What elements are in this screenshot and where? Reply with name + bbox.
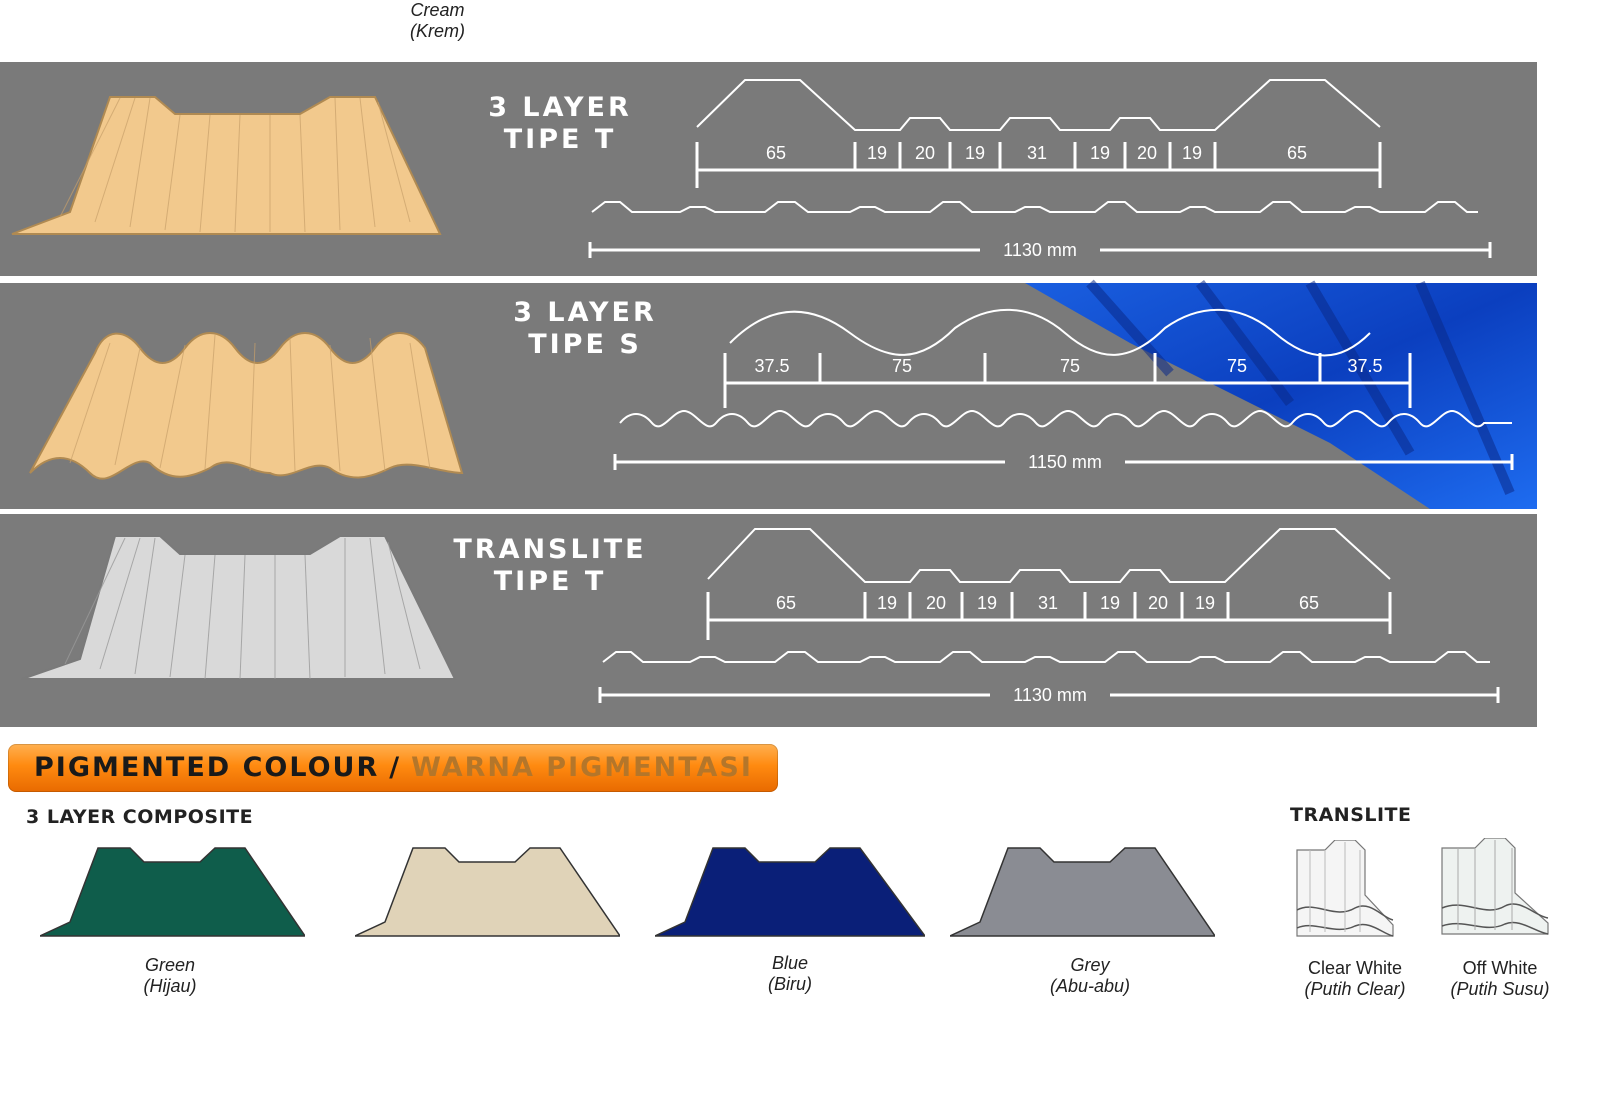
roof-sheet-illustration <box>29 332 464 480</box>
total-width-label: 1130 mm <box>1013 685 1087 705</box>
banner-title-id: Warna Pigmentasi <box>411 752 753 783</box>
dimension-label: 19 <box>867 143 887 163</box>
dimension-label: 19 <box>1100 593 1120 613</box>
swatch-green <box>40 840 305 940</box>
dimension-label: 75 <box>1060 356 1080 376</box>
profile-title-line1: 3 Layer <box>488 92 632 123</box>
swatch-cream <box>355 840 620 940</box>
roof-sheet-illustration <box>11 96 442 235</box>
swatch-blue <box>655 840 925 940</box>
caption-off-white: Off White (Putih Susu) <box>1425 958 1575 1000</box>
profile-title-line2: Tipe S <box>528 329 642 360</box>
color-name: Green <box>144 955 196 975</box>
dimension-label: 20 <box>926 593 946 613</box>
dimension-label: 65 <box>1299 593 1319 613</box>
dimension-label: 75 <box>1227 356 1247 376</box>
profile-drawing: 65 19 20 19 31 19 20 19 65 1130 mm <box>11 79 1492 260</box>
total-width-line <box>613 454 1514 470</box>
dimension-label: 19 <box>1090 143 1110 163</box>
full-profile-wave <box>591 201 1478 213</box>
total-width-label: 1150 mm <box>1028 452 1102 472</box>
blue-roof-stripes <box>1086 279 1515 495</box>
dimension-label: 20 <box>915 143 935 163</box>
dimension-label: 19 <box>877 593 897 613</box>
total-width-line <box>588 242 1492 258</box>
dimension-label: 19 <box>1182 143 1202 163</box>
full-profile-wave <box>619 409 1512 428</box>
color-local-name: (Biru) <box>768 974 812 994</box>
dimension-label: 37.5 <box>1347 356 1382 376</box>
dimension-bar <box>706 592 1392 640</box>
dimension-label: 19 <box>977 593 997 613</box>
full-profile-wave <box>602 651 1490 663</box>
total-width-line <box>598 687 1500 703</box>
dimension-label: 20 <box>1137 143 1157 163</box>
swatch-clear-white <box>1295 840 1395 940</box>
color-local-name: (Abu-abu) <box>1049 976 1131 996</box>
dimension-label: 65 <box>1287 143 1307 163</box>
profile-title-line2: Tipe T <box>493 566 607 597</box>
caption-grey: Grey (Abu-abu) <box>1005 955 1175 997</box>
profile-title-line1: Translite <box>453 534 647 565</box>
color-local-name: (Krem) <box>410 21 465 41</box>
profile-drawing: 65 19 20 19 31 19 20 19 65 1130 mm <box>21 528 1500 705</box>
swatch-off-white <box>1440 838 1550 938</box>
profile-title: Translite Tipe T <box>440 534 660 598</box>
total-width-label: 1130 mm <box>1003 240 1077 260</box>
profile-panel-3-layer-tipe-s: 37.5 75 75 75 37.5 1150 mm 3 Layer Tipe S <box>0 279 1537 509</box>
color-name: Clear White <box>1307 958 1403 978</box>
dimension-label: 31 <box>1027 143 1047 163</box>
translite-section-label: TRANSLITE <box>1290 804 1412 826</box>
dimension-label: 19 <box>965 143 985 163</box>
dimension-label: 20 <box>1148 593 1168 613</box>
profile-panel-translite-tipe-t: 65 19 20 19 31 19 20 19 65 1130 mm Translite Tip… <box>0 514 1537 727</box>
caption-cream: Cream (Krem) <box>410 0 465 42</box>
pigmented-colour-banner: Pigmented Colour / Warna Pigmentasi <box>8 744 778 792</box>
dimension-label: 65 <box>766 143 786 163</box>
profile-title: 3 Layer Tipe T <box>470 92 650 156</box>
cross-section-outline <box>729 308 1371 357</box>
dimension-label: 31 <box>1038 593 1058 613</box>
cross-section-outline <box>696 79 1381 131</box>
color-name: Off White <box>1462 958 1538 978</box>
composite-section-label: 3 LAYER COMPOSITE <box>26 806 254 828</box>
banner-separator: / <box>389 752 402 783</box>
caption-green: Green (Hijau) <box>90 955 250 997</box>
dimension-bar <box>695 142 1382 188</box>
cross-section-outline <box>707 528 1391 583</box>
banner-title: Pigmented Colour / Warna Pigmentasi <box>34 752 753 783</box>
caption-clear-white: Clear White (Putih Clear) <box>1280 958 1430 1000</box>
color-name: Blue <box>771 953 809 973</box>
profile-panel-3-layer-tipe-t: 65 19 20 19 31 19 20 19 65 1130 mm 3 Layer Tipe … <box>0 62 1537 276</box>
profile-title-line1: 3 Layer <box>513 297 657 328</box>
dimension-label: 19 <box>1195 593 1215 613</box>
dimension-label: 65 <box>776 593 796 613</box>
dimension-bar <box>723 353 1412 408</box>
color-name: Grey <box>1070 955 1110 975</box>
color-local-name: (Putih Clear) <box>1304 979 1406 999</box>
caption-blue: Blue (Biru) <box>710 953 870 995</box>
profile-title-line2: Tipe T <box>503 124 617 155</box>
color-name: Cream <box>410 0 465 20</box>
profile-title: 3 Layer Tipe S <box>495 297 675 361</box>
dimension-label: 75 <box>892 356 912 376</box>
profile-drawing: 37.5 75 75 75 37.5 1150 mm <box>29 279 1537 509</box>
color-local-name: (Putih Susu) <box>1450 979 1550 999</box>
swatch-grey <box>950 840 1215 940</box>
roof-sheet-illustration <box>21 535 457 680</box>
color-local-name: (Hijau) <box>143 976 197 996</box>
banner-title-en: Pigmented Colour <box>34 752 380 783</box>
dimension-label: 37.5 <box>754 356 789 376</box>
